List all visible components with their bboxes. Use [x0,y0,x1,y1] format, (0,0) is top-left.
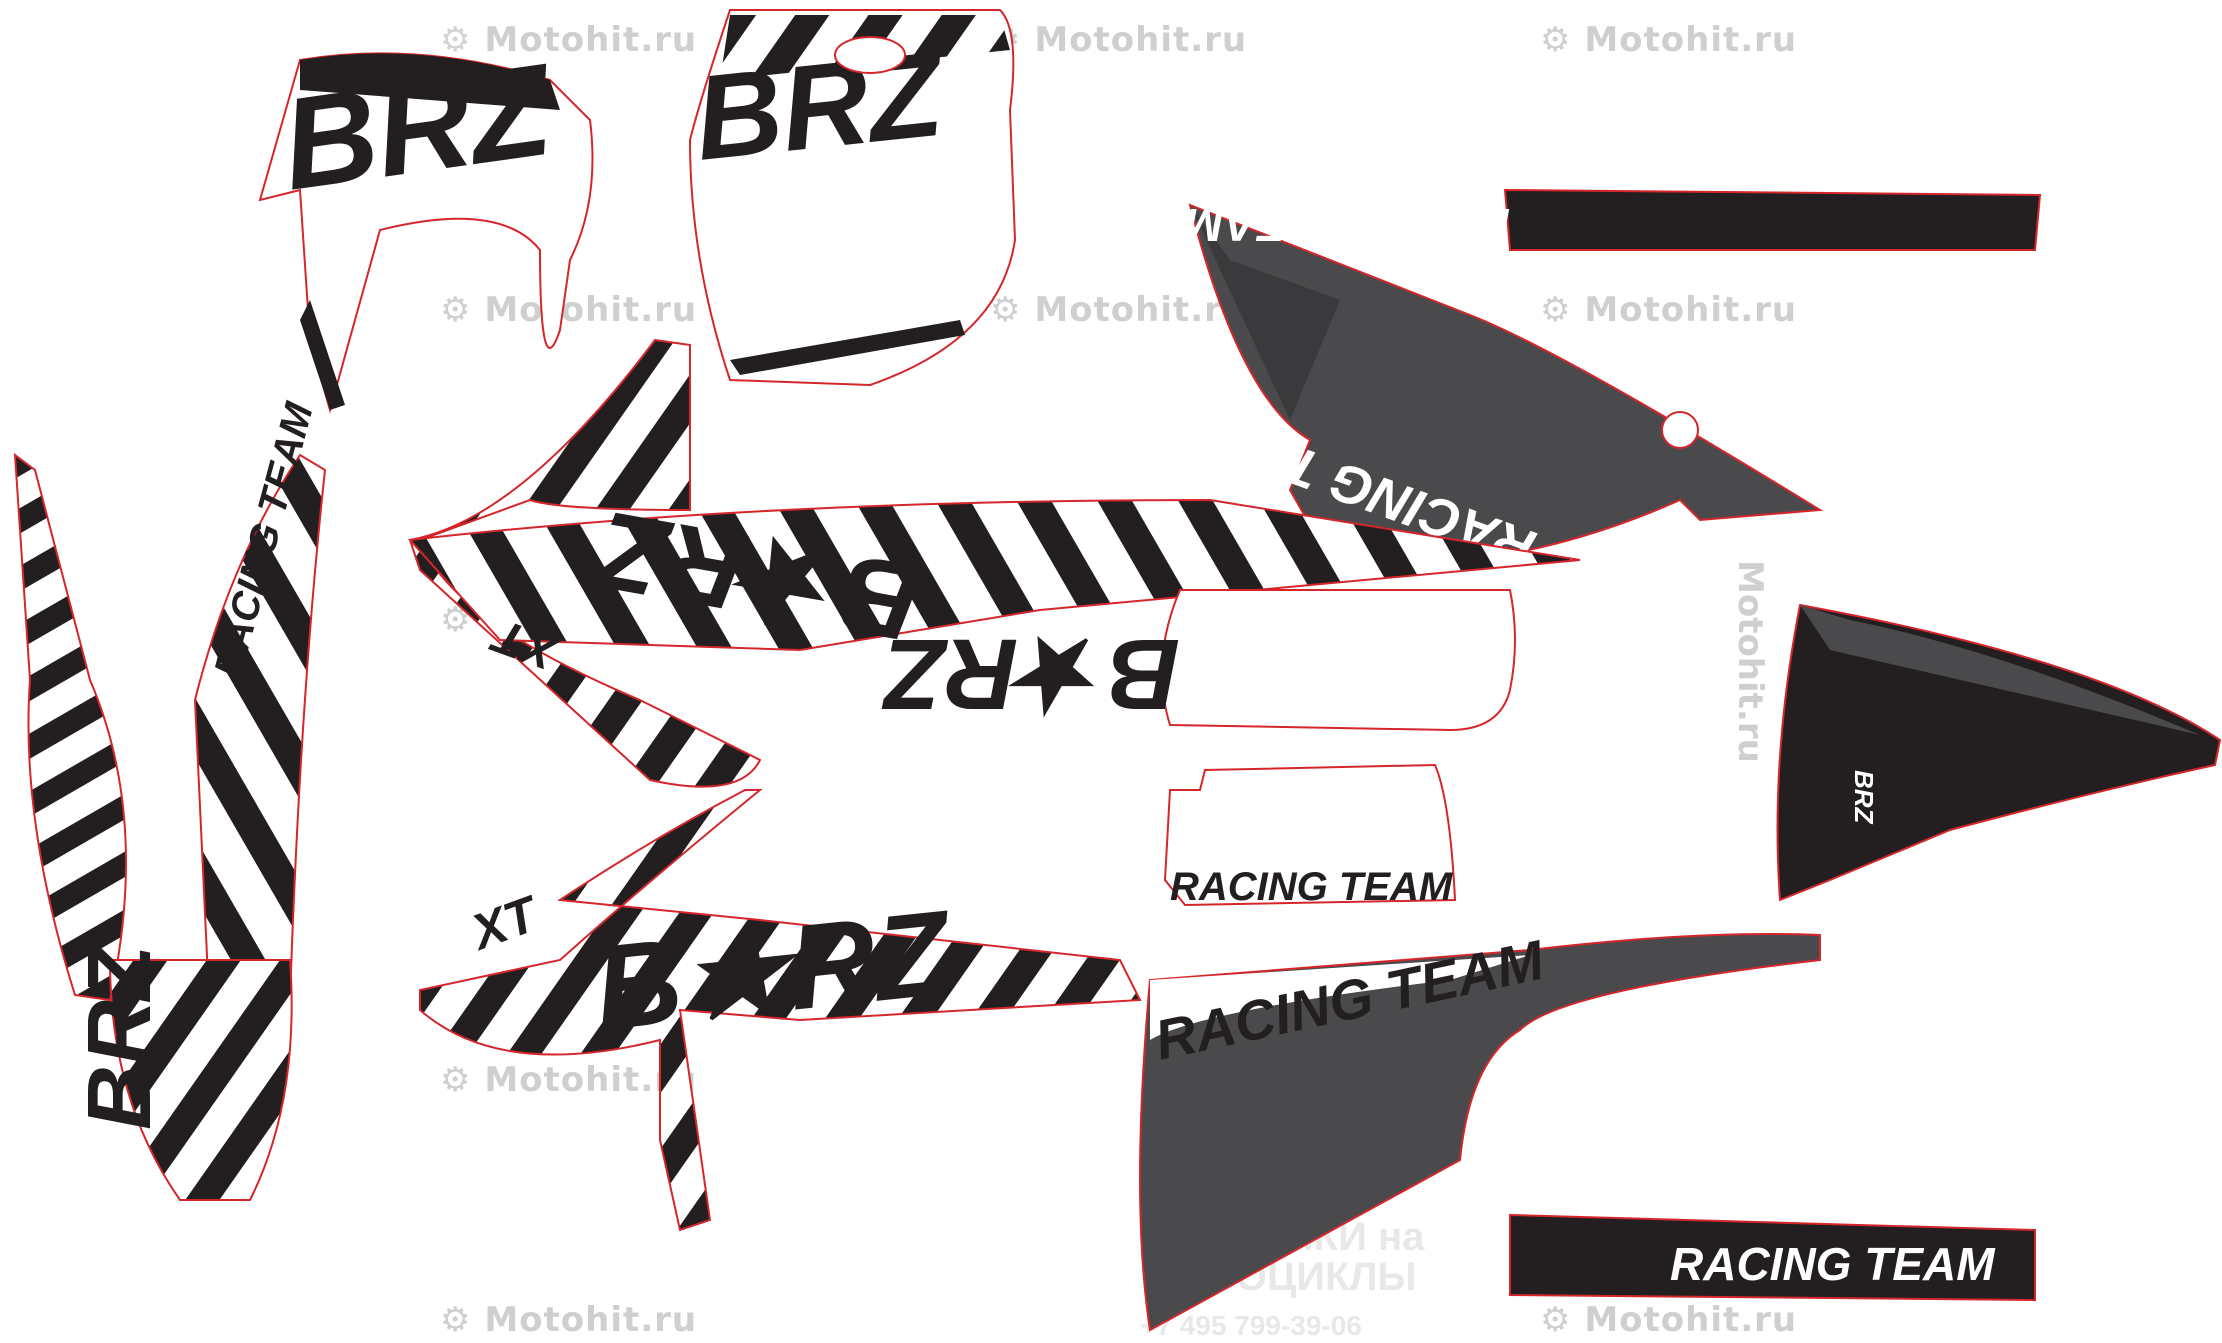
swingarm-bottom-racing-team: RACING TEAM [1670,1238,1996,1290]
watermark-row2-right: ⚙ Mоtohit.ru [1540,290,1798,330]
motohit-emblem-icon: ⚙ [1540,1300,1572,1340]
side-plate-brz-logo: B★RZ [881,618,1180,730]
watermark-bottom-right: ⚙ Mоtohit.ru [1540,1300,1798,1340]
swingarm-strip-top: RACING TEAM [1184,188,2042,251]
front-number-plate-decal: BRZ [689,9,1017,387]
fork-brz-logo: BRZ [70,942,170,1130]
headlight-plate-decal: BRZ [258,35,594,414]
shroud-bottom-model: XT [462,884,548,961]
motohit-emblem-icon: ⚙ [440,290,472,330]
watermark-top-center: ⚙ Mоtohit.ru [990,20,1247,60]
motohit-emblem-icon: ⚙ [1540,290,1572,330]
fork-guard-decal: RACING TEAM BRZ [13,397,327,1201]
motohit-emblem-icon: ⚙ [440,1060,472,1100]
side-plate-brz: B★RZ [881,589,1516,732]
side-plate-racing-team-text: RACING TEAM [1170,865,1454,909]
watermark-row2-left: ⚙ Motohit.ru [440,290,698,330]
front-fender-brz-logo: BRZ [1849,770,1879,825]
watermark-bottom-left: ⚙ Motohit.ru [440,1300,698,1340]
swingarm-strip-bottom: RACING TEAM [1509,1213,2036,1302]
motohit-emblem-icon: ⚙ [440,1300,472,1340]
front-fender-decal: BRZ [1776,603,2222,902]
watermark-top-right: ⚙ Mоtohit.ru [1540,20,1798,60]
watermark-row2-center: ⚙ Mоtohit.ru [990,290,1248,330]
motohit-emblem-icon: ⚙ [1540,20,1572,60]
watermark-top-left: ⚙ Motohit.ru [440,20,698,60]
swingarm-top-racing-team: RACING TEAM [1184,199,1510,251]
shroud-decal-bottom: XT B★RZ [419,789,1142,1232]
front-plate-brz-logo: BRZ [689,26,953,186]
motohit-emblem-icon: ⚙ [440,20,472,60]
side-plate-racing-team: RACING TEAM [1163,763,1457,909]
